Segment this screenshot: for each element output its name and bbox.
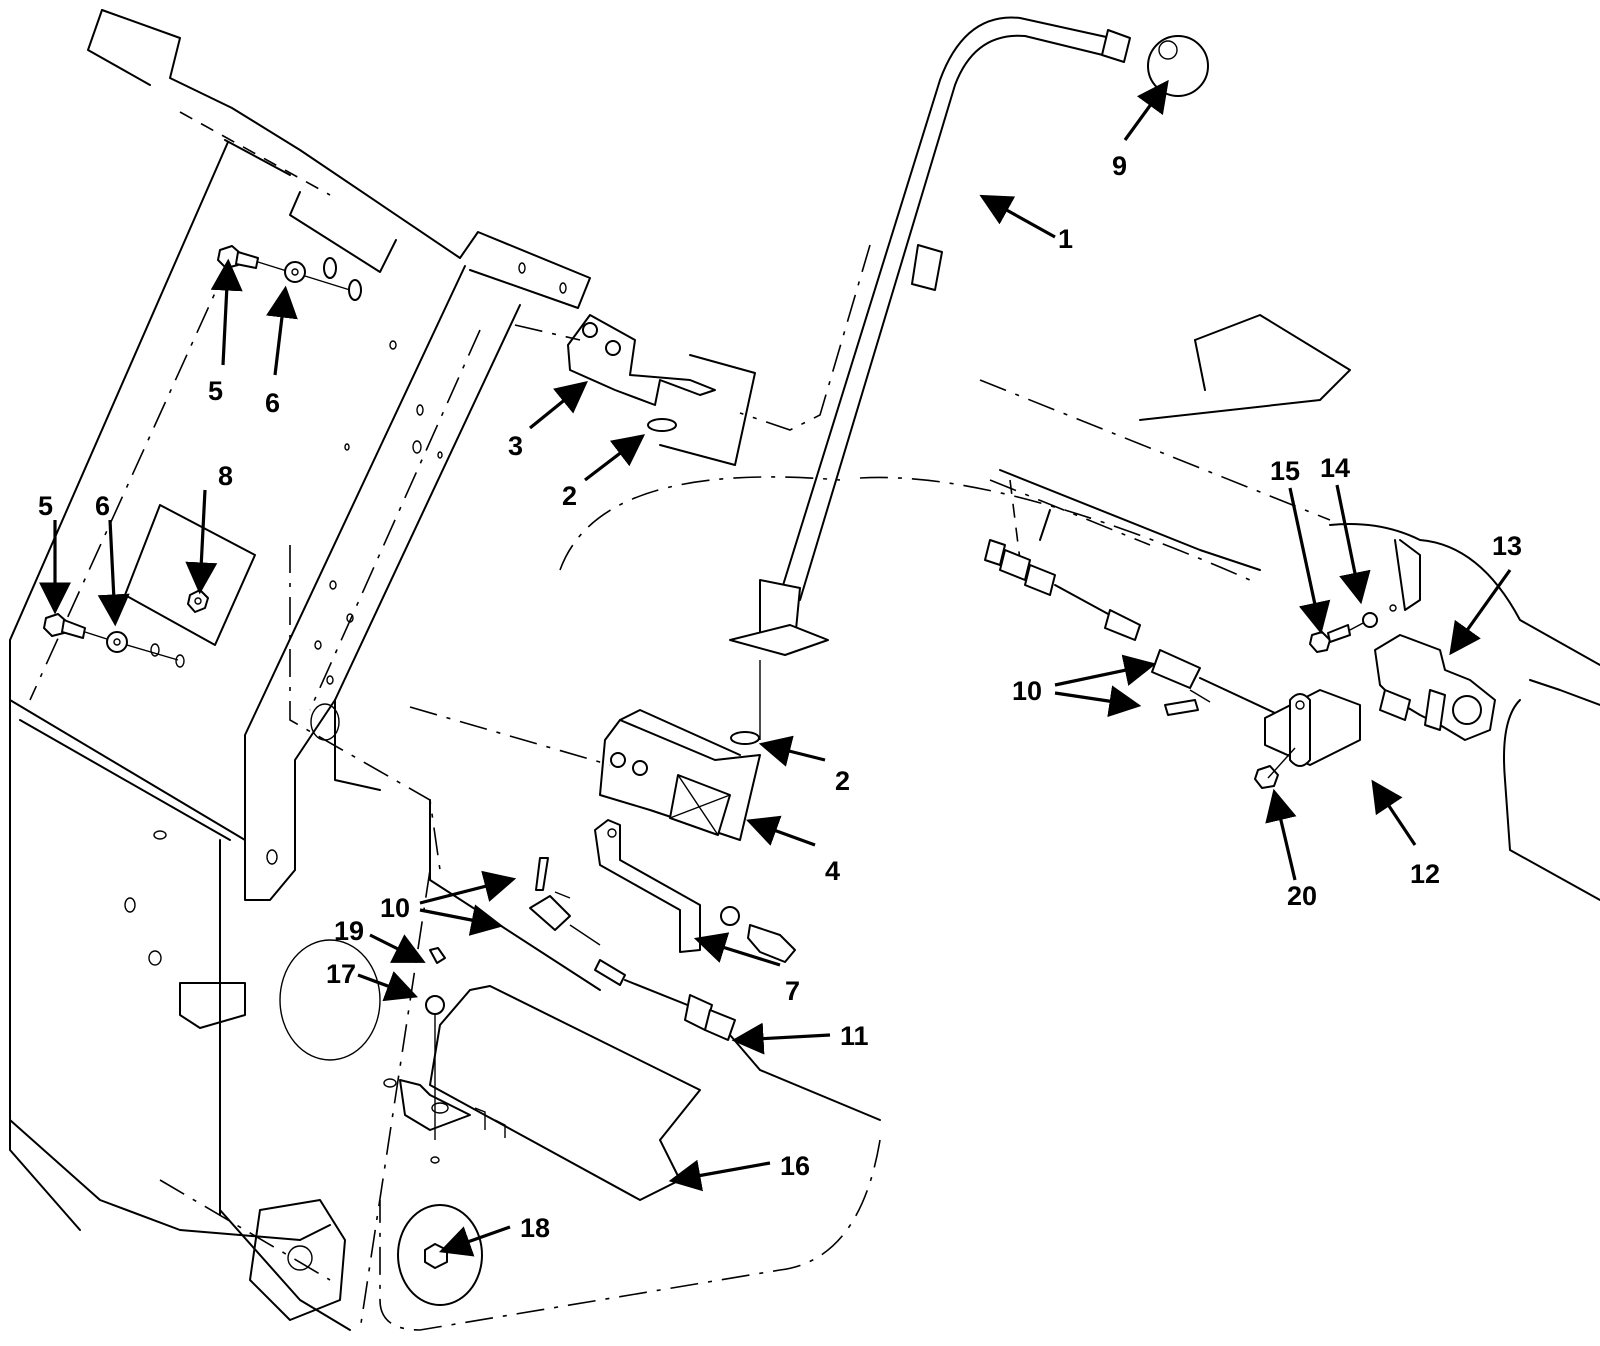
callout-6a: 6 (265, 388, 280, 418)
leader-2a (584, 434, 646, 482)
control-cable-left (529, 857, 881, 1121)
leader-18 (438, 1225, 511, 1257)
control-cable-right (984, 539, 1291, 721)
cable-plate (383, 947, 701, 1201)
leader-10b-1 (1054, 654, 1157, 687)
leader-16 (668, 1159, 771, 1192)
leader-7 (693, 932, 781, 967)
leader-17 (357, 971, 419, 1002)
leader-15 (1288, 487, 1331, 635)
pivot-bracket (514, 244, 871, 466)
callout-8: 8 (218, 461, 233, 491)
bolt-washer-upper (217, 245, 362, 301)
callout-12: 12 (1410, 859, 1440, 889)
callout-6b: 6 (95, 491, 110, 521)
callout-1: 1 (1058, 224, 1073, 254)
leader-6b (97, 519, 130, 627)
assembly-boundary (379, 476, 1251, 1331)
nut-lower (397, 1204, 483, 1306)
console-frame (9, 9, 601, 1331)
leader-10b-2 (1054, 685, 1142, 718)
leader-8 (185, 489, 218, 595)
callout-2a: 2 (562, 481, 577, 511)
leader-5a (210, 258, 243, 366)
leader-2b (758, 735, 826, 767)
leader-11 (731, 1022, 831, 1055)
shift-valve (1374, 634, 1496, 741)
leader-1 (979, 194, 1056, 239)
callout-leaders (39, 79, 1512, 1257)
callout-5a: 5 (208, 376, 223, 406)
leader-14 (1335, 484, 1371, 605)
callout-13: 13 (1492, 531, 1522, 561)
callout-19: 19 (334, 916, 364, 946)
callout-4: 4 (825, 856, 840, 886)
bolt-washer-lower (43, 613, 185, 668)
callout-5b: 5 (38, 491, 53, 521)
cable-bracket (594, 819, 796, 963)
leader-9 (1123, 79, 1169, 141)
leader-13 (1449, 569, 1512, 656)
callout-9: 9 (1112, 151, 1127, 181)
leader-12 (1371, 779, 1417, 846)
leader-19 (369, 933, 426, 963)
callout-14: 14 (1320, 453, 1350, 483)
lever-arm (1254, 689, 1361, 789)
shift-housing (409, 706, 761, 841)
callout-20: 20 (1287, 881, 1317, 911)
callout-2b: 2 (835, 766, 850, 796)
shift-lever (729, 16, 1209, 740)
callout-labels: 1 2 2 3 4 5 5 6 6 7 8 9 10 10 11 12 13 1… (38, 151, 1522, 1243)
leader-3 (528, 380, 588, 430)
callout-11: 11 (840, 1021, 869, 1051)
callout-18: 18 (520, 1213, 550, 1243)
leader-10a-1 (419, 870, 517, 905)
leader-4 (745, 815, 816, 847)
panel-holes (314, 262, 567, 685)
callout-10a: 10 (380, 893, 410, 923)
callout-10b: 10 (1012, 676, 1042, 706)
leader-6a (266, 285, 298, 376)
callout-17: 17 (326, 959, 356, 989)
callout-15: 15 (1270, 456, 1300, 486)
decal-plate (124, 504, 256, 646)
callout-3: 3 (508, 431, 523, 461)
callout-7: 7 (785, 976, 800, 1006)
transmission-frame (979, 314, 1600, 901)
callout-16: 16 (780, 1151, 810, 1181)
leader-10a-2 (419, 904, 504, 936)
leader-20 (1265, 788, 1297, 881)
